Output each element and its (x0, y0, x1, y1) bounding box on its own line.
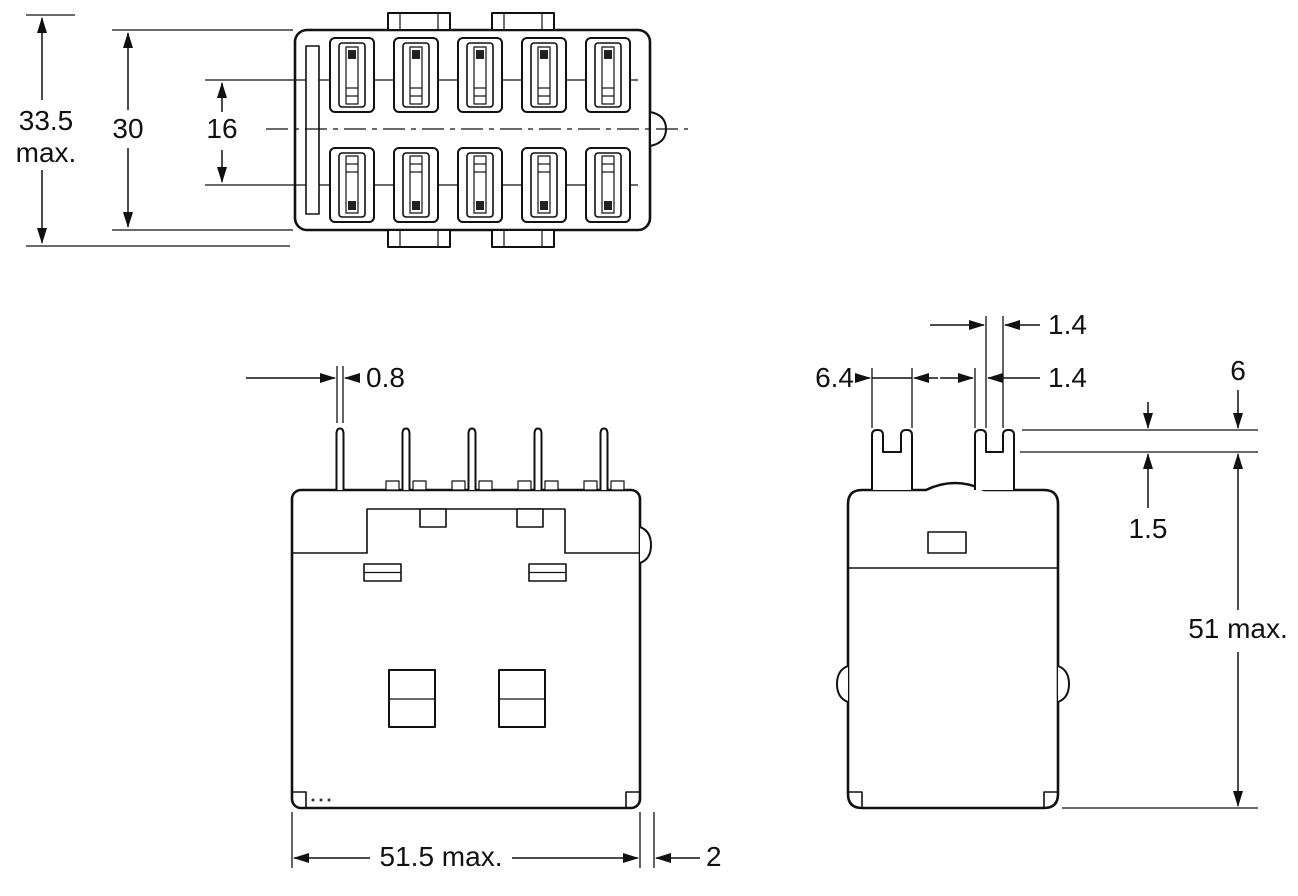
dimension-terminal-thickness: 0.8 (246, 362, 405, 423)
side-ear (1057, 665, 1070, 703)
dimension-case-height: 30 (112, 29, 293, 231)
dimension-terminal-group: 6.4 1.4 (815, 362, 1087, 428)
cover-seam (292, 508, 640, 554)
relay-front-outline (290, 488, 642, 810)
dimension-overall-height-side: 51 max. (1062, 453, 1288, 809)
dim-51-max-label: 51 max. (1188, 613, 1288, 644)
dimension-overall-width: 51.5 max. (291, 812, 641, 872)
side-window (927, 531, 967, 554)
dimension-overall-height: 33.5 max. (16, 14, 290, 247)
dim-6-label: 6 (1230, 355, 1246, 386)
dim-16-label: 16 (206, 113, 237, 144)
mount-tab (387, 12, 451, 31)
dimension-terminal-shoulder: 1.5 (1129, 402, 1168, 544)
dimension-terminal-slot: 1.4 (930, 309, 1087, 428)
front-view-terminals (335, 427, 609, 491)
base-foot (292, 791, 307, 808)
top-view: 33.5 max. 30 16 (16, 12, 688, 248)
seam-tab (419, 508, 447, 528)
seam-tab (516, 508, 544, 528)
dim-1-5-label: 1.5 (1129, 513, 1168, 544)
dim-51-5-label: 51.5 max. (380, 841, 503, 872)
front-view: 0.8 51.5 max. 2 (246, 362, 722, 872)
dim-33-5-label: 33.5 (19, 105, 74, 136)
mount-tab (491, 229, 555, 248)
side-view-terminals (871, 429, 1015, 490)
dim-1-4-lower-label: 1.4 (1048, 362, 1087, 393)
forked-terminal (974, 429, 1015, 490)
side-latch-bump (639, 526, 652, 564)
base-foot (848, 791, 863, 808)
base-foot (1043, 791, 1058, 808)
dim-1-4-upper-label: 1.4 (1048, 309, 1087, 340)
dim-33-5-qualifier: max. (16, 137, 77, 168)
dim-0-8-label: 0.8 (366, 362, 405, 393)
dim-30-label: 30 (112, 113, 143, 144)
dimension-terminal-row-spacing: 16 (206, 82, 238, 183)
side-view-body (836, 481, 1070, 810)
side-ear (836, 665, 849, 703)
dimension-side-protrusion: 2 (653, 812, 722, 872)
base-foot (625, 791, 640, 808)
front-view-body (290, 480, 652, 810)
relay-side-outline (846, 481, 1060, 810)
side-spring-strip (305, 45, 320, 215)
dim-6-4-label: 6.4 (815, 362, 854, 393)
dim-2-label: 2 (706, 841, 722, 872)
side-view: 1.4 6.4 1.4 6 1.5 (815, 309, 1288, 810)
dimension-terminal-length: 6 (1230, 355, 1246, 429)
forked-terminal (871, 429, 913, 490)
mount-tab (491, 12, 555, 31)
mount-tab (387, 229, 451, 248)
